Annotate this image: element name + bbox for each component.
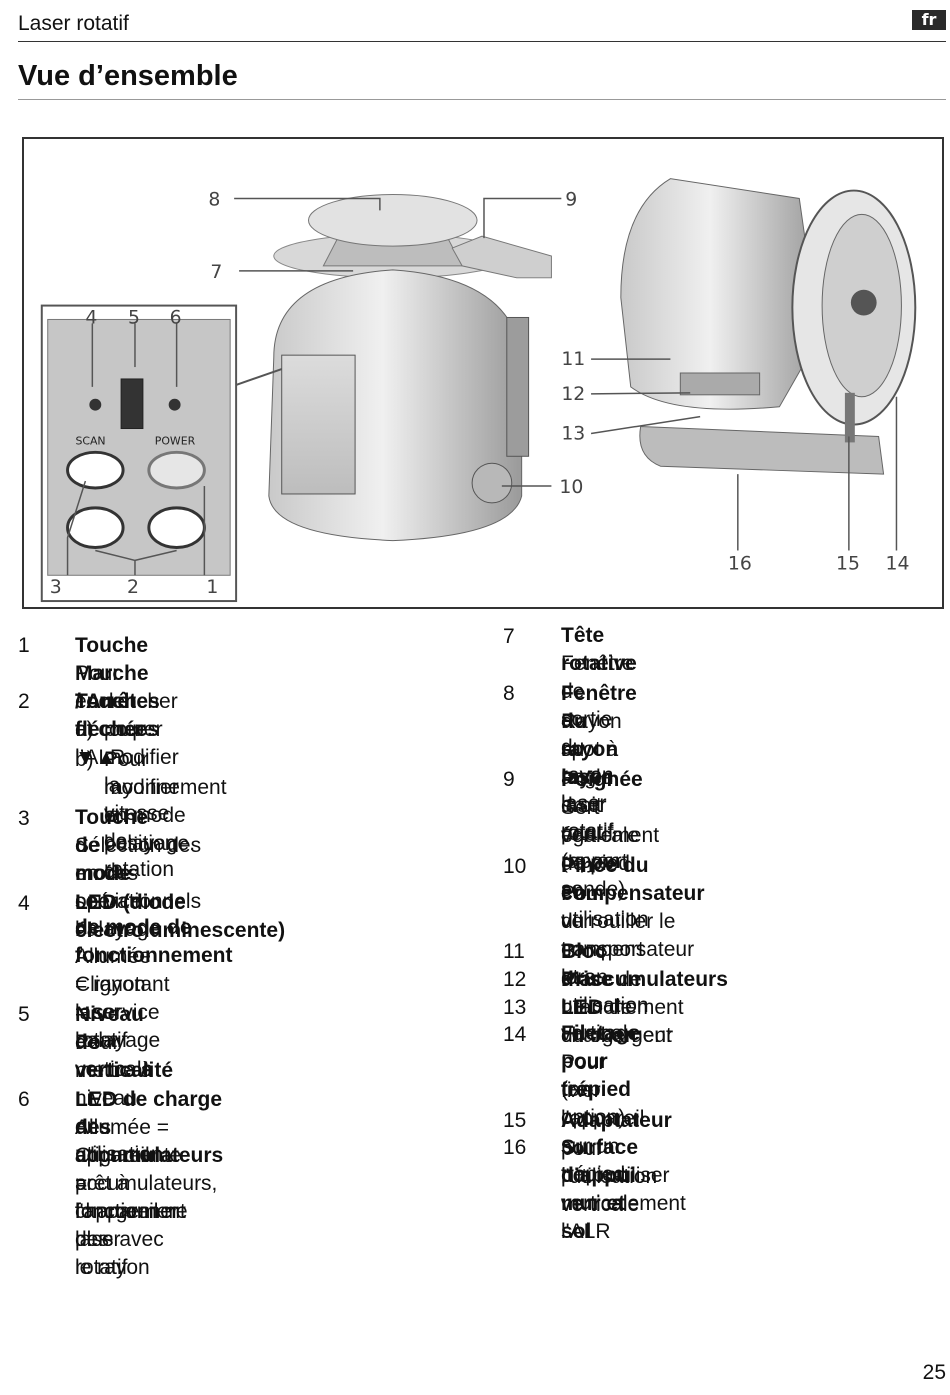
item-title: de mode de fonctionnement: [75, 916, 233, 967]
item-text: pour utiliser verticalement l'ALR: [561, 1164, 686, 1243]
item-number: 4: [18, 892, 30, 915]
item-text: fonctionne plus avec le rayon: [75, 1200, 172, 1279]
callout-4: 4: [85, 307, 97, 328]
callout-5: 5: [128, 307, 140, 328]
callout-16: 16: [728, 553, 752, 574]
item-number: 5: [18, 1003, 30, 1026]
item-text: Prise de branchement du chargeur: [561, 966, 684, 1050]
item-number: 14: [503, 1023, 527, 1046]
item-title: Filetage pour trépied: [561, 1022, 641, 1101]
page-title: Vue d’ensemble: [18, 60, 238, 92]
item-title: Poignée: [561, 768, 643, 791]
callout-9: 9: [565, 189, 577, 210]
item-text: verticale: [75, 1058, 154, 1081]
language-badge: fr: [912, 10, 946, 30]
item-title: Bloc d’accumulateurs: [561, 940, 728, 991]
callout-11: 11: [561, 349, 585, 370]
item-text: Sert également de pied en utilisation: [561, 796, 660, 931]
item-text: (en option): [561, 1078, 626, 1129]
callout-8: 8: [208, 189, 220, 210]
item-number: 3: [18, 807, 30, 830]
item-title: LED: [561, 996, 603, 1019]
item-number: 15: [503, 1109, 527, 1132]
item-text: Pour enclencher et couper l’ALR: [75, 662, 178, 769]
item-title: LED (diode électroluminescente): [75, 891, 286, 942]
title-rule: [18, 99, 946, 100]
item-text: Sélection des modes opérationnels: [75, 834, 202, 913]
header-title: Laser rotatif: [18, 12, 129, 35]
item-title: Niveau de verticalité: [75, 1003, 174, 1082]
callout-12: 12: [561, 384, 585, 405]
item-text: Clignotant = service balayage: [75, 973, 170, 1052]
item-text-rest: pour l'utilisation verticale: [561, 1137, 658, 1216]
callout-1: 1: [206, 577, 218, 598]
device-drawing: SCAN POWER 8: [40, 178, 917, 603]
item-number: 8: [503, 682, 515, 705]
item-number: 11: [503, 940, 525, 963]
item-title: LED de charge des accumulateurs: [75, 1088, 224, 1167]
callout-7: 7: [210, 262, 222, 283]
item-text: LED de chargement: [561, 994, 672, 1050]
item-number: 2: [18, 690, 30, 713]
item-text: pour modifier la vitesse de rotation: [104, 718, 179, 881]
item-text-rest: de branchement du chargeur: [561, 968, 684, 1047]
item-text: Rayon spot à angle droit par rapport: [561, 710, 628, 873]
callout-10: 10: [559, 477, 583, 498]
item-text: Pour mettre à niveau en utilisation: [75, 1031, 163, 1166]
item-text: Pour verrouiller le compensateur lors: [561, 882, 695, 989]
item-text: Pour modifier la position du: [104, 748, 179, 883]
item-title: Touche de mode: [75, 806, 149, 885]
item-text: en service balayage: [75, 862, 161, 941]
header-rule: [18, 41, 946, 42]
item-title: Pince du compensateur: [561, 854, 705, 905]
item-title: Fenêtre du rayon laser: [561, 682, 637, 789]
item-text: au rayon laser rotatif (rayon sonde): [561, 738, 626, 901]
laser-body-front: [268, 194, 552, 542]
item-number: 16: [503, 1136, 527, 1159]
item-number: 12: [503, 968, 527, 991]
callout-6: 6: [170, 307, 182, 328]
device-illustration: SCAN POWER 8: [22, 137, 944, 609]
item-sub-mark: a): [75, 718, 94, 741]
item-title: Prise: [561, 968, 613, 991]
item-text: Allumée = appareil prêt à fonctionner: [75, 1116, 179, 1223]
item-sub-mark: b): [75, 748, 94, 771]
item-text: Pour fixer l'appareil sur un trépied: [561, 1051, 645, 1186]
item-text: Allumée = rayon laser rotatif: [75, 945, 151, 1052]
callout-3: 3: [50, 577, 62, 598]
page-number: 25: [922, 1361, 946, 1384]
item-title: Surface d’appui mur et sol: [561, 1136, 639, 1243]
svg-text:POWER: POWER: [155, 434, 196, 447]
item-text: Adaptateur pour l'utilisation verticale: [561, 1107, 672, 1219]
item-number: 13: [503, 996, 527, 1019]
callout-14: 14: [886, 553, 910, 574]
item-number: 9: [503, 768, 515, 791]
item-text: verticale: [561, 824, 640, 847]
item-number: 6: [18, 1088, 30, 1111]
item-title: Touche Marche / Arrêt: [75, 634, 149, 713]
item-number: 7: [503, 625, 515, 648]
callout-2: 2: [127, 577, 139, 598]
item-text: Clignotante = chargement des: [75, 1144, 186, 1251]
item-title: Touches fléchées ▼▲: [75, 690, 160, 769]
svg-text:SCAN: SCAN: [75, 434, 105, 447]
item-number: 1: [18, 634, 30, 657]
laser-body-side: [620, 178, 917, 475]
item-text: Fenêtre de sortie du rayon laser rotatif: [561, 652, 634, 843]
item-text: laser rotatif: [75, 1228, 128, 1279]
item-title: Tête rotative: [561, 624, 637, 675]
item-title: Adaptateur: [561, 1109, 672, 1132]
callout-13: 13: [561, 423, 585, 444]
item-number: 10: [503, 855, 527, 878]
item-text: rayonnement en mode balayage.: [104, 776, 227, 855]
item-text: du transport et en utilisation verticale: [561, 910, 649, 1045]
item-text: accumulateurs, l'appareil ne: [75, 1172, 218, 1223]
callout-15: 15: [836, 553, 860, 574]
control-panel-inset: SCAN POWER: [40, 304, 283, 603]
item-text-rest: de chargement: [561, 996, 672, 1047]
